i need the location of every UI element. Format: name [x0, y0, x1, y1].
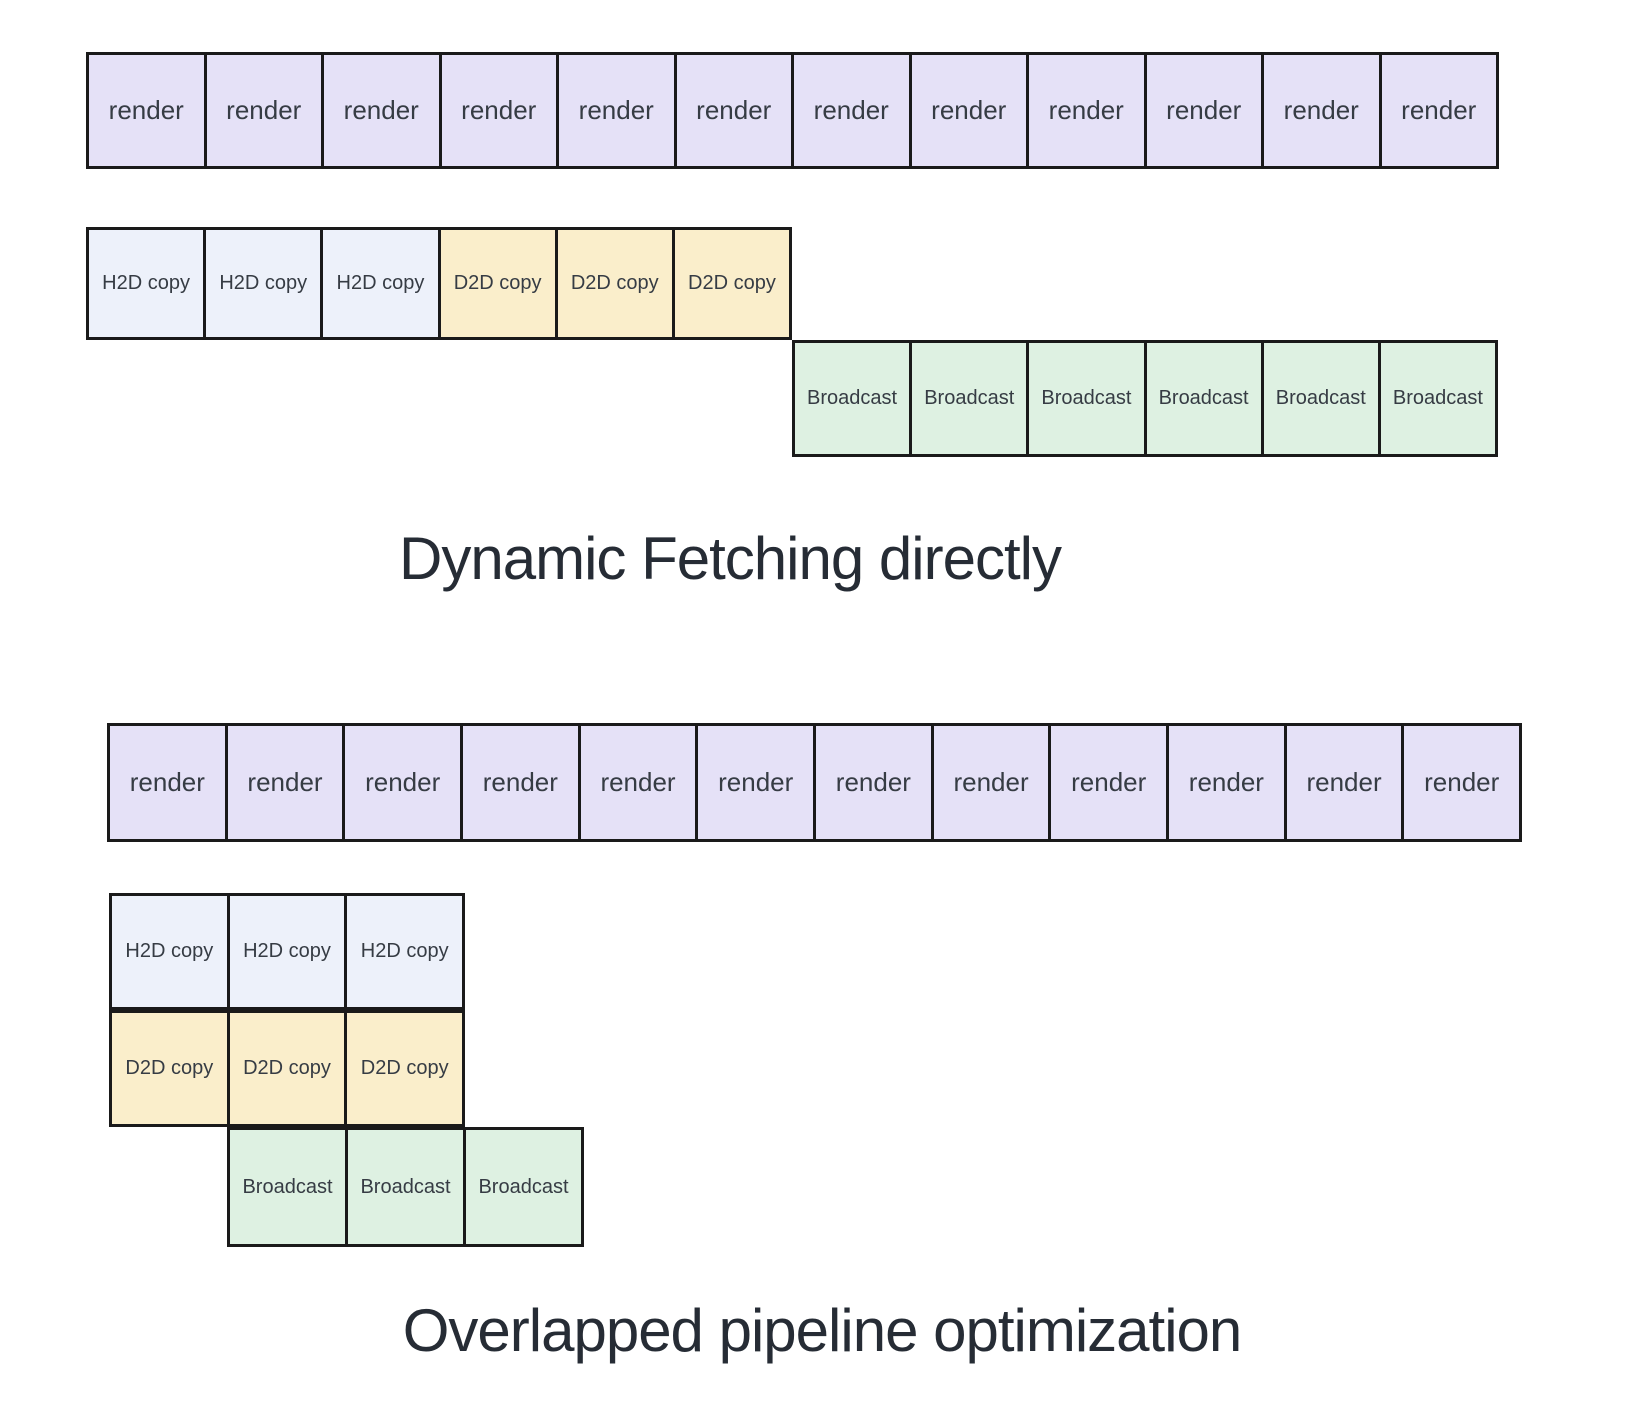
render-box: render [224, 726, 343, 839]
broadcast-box: Broadcast [230, 1130, 345, 1244]
render-box: render [1401, 726, 1520, 839]
render-box: render [930, 726, 1049, 839]
d2d-box-label: D2D copy [243, 1057, 331, 1079]
d2d-box-label: D2D copy [570, 272, 659, 294]
render-box: render [438, 55, 556, 166]
h2d-box: H2D copy [344, 896, 463, 1007]
render-box-label: render [247, 767, 323, 797]
h2d-box-label: H2D copy [336, 272, 425, 294]
render-box-label: render [1283, 95, 1359, 125]
d2d-box-label: D2D copy [453, 272, 542, 294]
broadcast-box-label: Broadcast [807, 387, 898, 409]
render-box: render [1166, 726, 1284, 839]
d2d-box-label: D2D copy [360, 1057, 449, 1079]
h2d-box-label: H2D copy [102, 272, 190, 294]
render-box: render [460, 726, 578, 839]
render-box-label: render [813, 95, 889, 125]
render-box: render [813, 726, 931, 839]
overlapped-pipeline-h2d-row: H2D copy H2D copy H2D copy [109, 893, 465, 1010]
render-box-label: render [461, 95, 537, 125]
render-box: render [1143, 55, 1261, 166]
overlapped-pipeline-broadcast-row: Broadcast Broadcast Broadcast [227, 1127, 584, 1247]
render-box-label: render [1048, 95, 1124, 125]
render-box-label: render [1166, 95, 1242, 125]
render-box: render [321, 55, 439, 166]
render-box: render [203, 55, 321, 166]
render-box-label: render [226, 95, 302, 125]
broadcast-box: Broadcast [463, 1130, 581, 1244]
render-box-label: render [365, 767, 441, 797]
h2d-box-label: H2D copy [243, 940, 331, 962]
render-box: render [1048, 726, 1167, 839]
d2d-box-label: D2D copy [688, 272, 776, 294]
render-box: render [1261, 55, 1379, 166]
render-box-label: render [931, 95, 1007, 125]
h2d-box-label: H2D copy [360, 940, 449, 962]
render-box: render [1378, 55, 1496, 166]
render-box: render [673, 55, 791, 166]
broadcast-box: Broadcast [909, 343, 1027, 454]
d2d-box: D2D copy [671, 230, 790, 337]
render-box: render [342, 726, 461, 839]
render-box: render [89, 55, 204, 166]
render-box: render [1283, 726, 1402, 839]
h2d-box-label: H2D copy [125, 940, 214, 962]
d2d-box: D2D copy [344, 1013, 463, 1124]
h2d-box: H2D copy [89, 230, 204, 337]
h2d-box: H2D copy [112, 896, 227, 1007]
render-box-label: render [1401, 95, 1477, 125]
render-box: render [1026, 55, 1144, 166]
render-box-label: render [578, 95, 654, 125]
broadcast-box-label: Broadcast [1275, 387, 1366, 409]
h2d-box: H2D copy [203, 230, 321, 337]
d2d-box: D2D copy [437, 230, 555, 337]
broadcast-box-label: Broadcast [360, 1175, 451, 1198]
d2d-box-label: D2D copy [125, 1057, 214, 1079]
h2d-box-label: H2D copy [219, 272, 308, 294]
broadcast-box: Broadcast [345, 1130, 463, 1244]
d2d-box: D2D copy [226, 1013, 345, 1124]
render-box-label: render [1306, 767, 1382, 797]
render-box: render [791, 55, 909, 166]
render-box-label: render [696, 95, 772, 125]
broadcast-box-label: Broadcast [924, 387, 1015, 409]
render-box: render [908, 55, 1026, 166]
d2d-box: D2D copy [554, 230, 672, 337]
broadcast-box-label: Broadcast [1392, 387, 1483, 409]
overlapped-pipeline-d2d-row: D2D copy D2D copy D2D copy [109, 1010, 465, 1127]
render-box: render [577, 726, 696, 839]
dynamic-fetching-copy-row: H2D copy H2D copy H2D copy D2D copy D2D copy… [86, 227, 792, 340]
render-box-label: render [1188, 767, 1264, 797]
dynamic-fetching-render-row: render render render render render render rend… [86, 52, 1499, 169]
render-box: render [556, 55, 674, 166]
broadcast-box: Broadcast [1260, 343, 1378, 454]
render-box-label: render [1071, 767, 1147, 797]
broadcast-box: Broadcast [1026, 343, 1144, 454]
render-box-label: render [1424, 767, 1500, 797]
render-box-label: render [129, 767, 205, 797]
render-box-label: render [600, 767, 676, 797]
broadcast-box: Broadcast [795, 343, 910, 454]
render-box-label: render [835, 767, 911, 797]
render-box-label: render [108, 95, 184, 125]
h2d-box: H2D copy [320, 230, 438, 337]
render-box-label: render [953, 767, 1029, 797]
render-box-label: render [482, 767, 558, 797]
h2d-box: H2D copy [226, 896, 345, 1007]
d2d-box: D2D copy [112, 1013, 227, 1124]
render-box-label: render [718, 767, 794, 797]
render-box: render [695, 726, 814, 839]
overlapped-pipeline-render-row: render render render render render render rend… [107, 723, 1522, 842]
broadcast-box-label: Broadcast [1158, 387, 1249, 409]
broadcast-box: Broadcast [1143, 343, 1261, 454]
broadcast-box-label: Broadcast [242, 1175, 333, 1198]
render-box-label: render [343, 95, 419, 125]
broadcast-box-label: Broadcast [1041, 387, 1132, 409]
overlapped-pipeline-title: Overlapped pipeline optimization [402, 1297, 1243, 1364]
dynamic-fetching-broadcast-row: Broadcast Broadcast Broadcast Broadcast Broa… [792, 340, 1498, 457]
broadcast-box: Broadcast [1377, 343, 1496, 454]
dynamic-fetching-title: Dynamic Fetching directly [399, 525, 1062, 592]
render-box: render [110, 726, 225, 839]
broadcast-box-label: Broadcast [478, 1175, 569, 1198]
